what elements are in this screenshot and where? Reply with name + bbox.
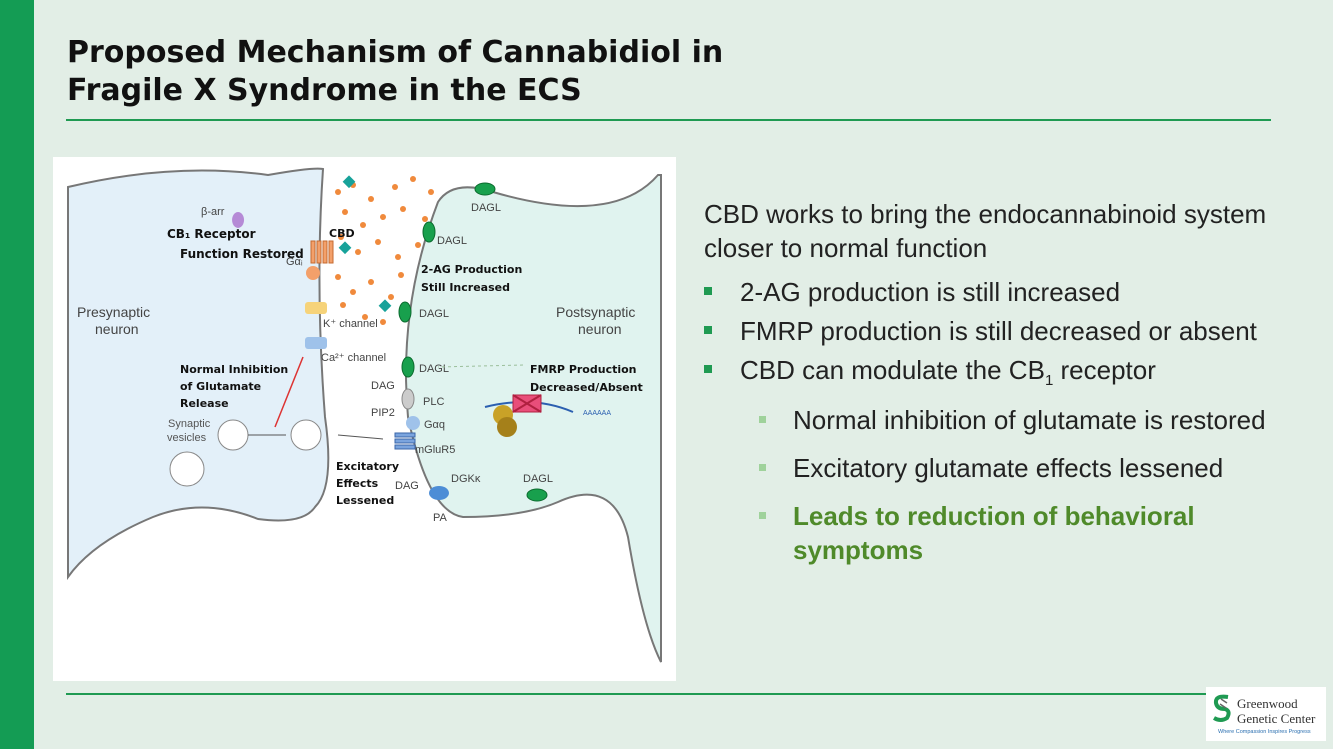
bullet-text: 2-AG production is still increased	[740, 277, 1121, 307]
bullet-marker-icon	[704, 365, 712, 373]
logo-tagline: Where Compassion Inspires Progress	[1218, 729, 1311, 735]
two-ag-label-line-2: Still Increased	[421, 281, 510, 294]
presynaptic-neuron-shape	[67, 167, 330, 581]
k-channel-label: K⁺ channel	[323, 318, 378, 330]
subbullet-marker-icon	[759, 416, 766, 424]
intro-text: CBD works to bring the endocannabinoid s…	[704, 199, 1267, 263]
subbullet-behavioral: Leads to reduction of behavioral symptom…	[704, 499, 1304, 567]
title-line-2: Fragile X Syndrome in the ECS	[67, 73, 582, 108]
fmrp-arrow	[437, 364, 524, 368]
left-accent-bar	[0, 0, 34, 749]
g-alpha-q-label: Gαq	[424, 419, 445, 431]
ribosome-icon	[497, 417, 517, 437]
plc-enzyme-icon	[401, 388, 415, 410]
presynaptic-label-line-1: Presynaptic	[77, 304, 150, 320]
bullet-2ag: 2-AG production is still increased	[704, 275, 1304, 309]
dagl-enzyme-icon	[526, 488, 548, 502]
subbullet-marker-icon	[759, 464, 766, 472]
dagl-label: DAGL	[523, 473, 553, 485]
excitatory-label-line-1: Excitatory	[336, 460, 399, 473]
inhibition-label-line-3: Release	[180, 397, 229, 410]
postsynaptic-label-line-2: neuron	[578, 321, 622, 337]
title-line-1: Proposed Mechanism of Cannabidiol in	[67, 35, 724, 70]
cross-line	[512, 394, 542, 413]
dgk-enzyme-icon	[429, 486, 449, 500]
bullet-marker-icon	[704, 326, 712, 334]
pip2-label: PIP2	[371, 407, 395, 419]
cb1-label-line-1: CB₁ Receptor	[167, 227, 256, 241]
dagl-enzyme-icon	[398, 301, 412, 323]
subbullet-inhibition: Normal inhibition of glutamate is restor…	[704, 403, 1304, 437]
synaptic-vesicle	[217, 419, 249, 451]
subbullet-text: Normal inhibition of glutamate is restor…	[793, 405, 1266, 436]
dagl-label: DAGL	[419, 308, 449, 320]
logo-line-2: Genetic Center	[1237, 711, 1316, 726]
excitatory-label-line-3: Lessened	[336, 494, 394, 507]
dagl-enzyme-icon	[422, 221, 436, 243]
postsynaptic-label-line-1: Postsynaptic	[556, 304, 635, 320]
bullet-cb1: CBD can modulate the CB1 receptor	[704, 353, 1304, 398]
ca-channel-label: Ca²⁺ channel	[321, 352, 386, 364]
dag-label: DAG	[371, 380, 395, 392]
two-ag-label-line-1: 2-AG Production	[421, 263, 522, 276]
dagl-label: DAGL	[471, 202, 501, 214]
fmrp-label-line-2: Decreased/Absent	[530, 381, 643, 394]
g-alpha-q-protein	[406, 416, 420, 430]
mechanism-diagram: β-arr CB₁ Receptor Function Restored CBD…	[53, 157, 676, 681]
greenwood-s-icon	[1213, 694, 1231, 722]
inhibition-label-line-1: Normal Inhibition	[180, 363, 288, 376]
mglur5-label: mGluR5	[415, 444, 455, 456]
synapse-illustration: β-arr CB₁ Receptor Function Restored CBD…	[67, 167, 662, 663]
synaptic-vesicle	[169, 451, 205, 487]
dagl-label: DAGL	[419, 363, 449, 375]
logo-line-1: Greenwood	[1237, 696, 1298, 711]
slide-title: Proposed Mechanism of Cannabidiol in Fra…	[67, 34, 967, 110]
glutamate-arrow	[337, 434, 384, 440]
cbd-label: CBD	[329, 227, 355, 240]
g-alpha-i-protein	[306, 266, 320, 280]
beta-arr-label: β-arr	[201, 206, 225, 218]
title-divider	[66, 119, 1271, 121]
inhibition-label-line-2: of Glutamate	[180, 380, 261, 393]
bullet-marker-icon	[704, 287, 712, 295]
fmrp-label-line-1: FMRP Production	[530, 363, 637, 376]
k-channel-icon	[305, 302, 327, 314]
content-panel: CBD works to bring the endocannabinoid s…	[704, 197, 1304, 581]
dgk-label: DGKκ	[451, 473, 481, 485]
plc-label: PLC	[423, 396, 444, 408]
dagl-label: DAGL	[437, 235, 467, 247]
subbullet-excitatory: Excitatory glutamate effects lessened	[704, 451, 1304, 485]
beta-arrestin-icon	[232, 212, 245, 228]
subbullet-text: Leads to reduction of behavioral symptom…	[793, 501, 1195, 566]
bullet-text-post: receptor	[1053, 355, 1156, 385]
bullet-subscript: 1	[1044, 372, 1054, 390]
inhibition-arrow	[274, 356, 304, 428]
subbullet-text: Excitatory glutamate effects lessened	[793, 453, 1224, 484]
subbullet-marker-icon	[759, 512, 766, 520]
greenwood-logo: Greenwood Genetic Center Where Compassio…	[1206, 687, 1326, 741]
presynaptic-label-line-2: neuron	[95, 321, 139, 337]
dagl-enzyme-icon	[474, 182, 496, 196]
bullet-text: FMRP production is still decreased or ab…	[740, 316, 1257, 346]
excitatory-label-line-2: Effects	[336, 477, 379, 490]
dagl-enzyme-icon	[401, 356, 415, 378]
cbd-molecules	[338, 175, 392, 313]
cb1-label-line-2: Function Restored	[180, 247, 304, 261]
dag-label: DAG	[395, 480, 419, 492]
vesicles-label-line-2: vesicles	[167, 432, 207, 444]
vesicles-label-line-1: Synaptic	[168, 418, 211, 430]
footer-divider	[66, 693, 1206, 695]
mglur5-receptor-icon	[394, 432, 416, 450]
bullet-text-pre: CBD can modulate the CB	[740, 355, 1045, 385]
bullet-fmrp: FMRP production is still decreased or ab…	[704, 314, 1304, 348]
synaptic-vesicle	[290, 419, 322, 451]
ca-channel-icon	[305, 337, 327, 349]
pa-label: PA	[433, 512, 448, 524]
cb1-receptor-icon	[310, 240, 334, 264]
poly-a-label: AAAAAA	[583, 410, 611, 417]
g-alpha-i-label: Gαᵢ	[286, 256, 303, 268]
two-ag-molecules	[335, 176, 434, 325]
